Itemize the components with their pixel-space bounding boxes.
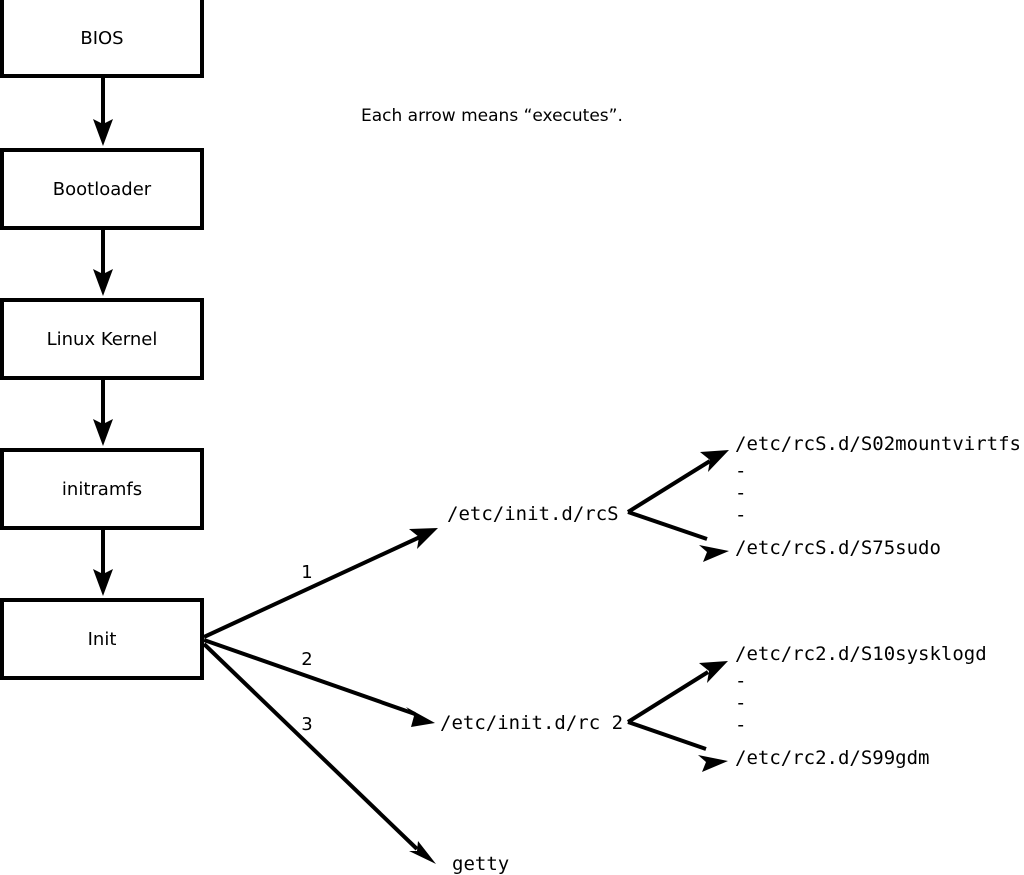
arrowhead-icon	[406, 707, 435, 727]
rcS-ellipsis-dash-1: -	[735, 460, 746, 482]
arrow-rcS-to-first-script	[626, 450, 729, 514]
arrowhead-icon	[409, 528, 438, 549]
arrowhead-icon	[698, 755, 728, 772]
arrow-init-branch-2	[203, 638, 435, 727]
arrow-kernel-to-initramfs	[93, 378, 113, 446]
rc2-ellipsis-dash-3: -	[735, 714, 746, 736]
arrow-bootloader-to-kernel	[93, 228, 113, 296]
arrow-rcS-to-last-script	[627, 510, 729, 562]
rc2-child-last-label: /etc/rc2.d/S99gdm	[735, 747, 929, 769]
diagram-caption: Each arrow means “executes”.	[361, 106, 623, 126]
node-linux-kernel: Linux Kernel	[0, 298, 204, 380]
branch-number-3: 3	[301, 714, 312, 735]
arrow-bios-to-bootloader	[93, 76, 113, 146]
node-bootloader: Bootloader	[0, 148, 204, 230]
rc2-ellipsis-dash-1: -	[735, 670, 746, 692]
arrowhead-icon	[699, 661, 728, 683]
arrowhead-icon	[700, 450, 729, 472]
bios-label: BIOS	[80, 28, 123, 49]
rcS-child-first-label: /etc/rcS.d/S02mountvirtfs	[735, 433, 1021, 455]
rcS-child-last-label: /etc/rcS.d/S75sudo	[735, 537, 941, 559]
init-box	[0, 598, 204, 680]
arrow-init-branch-1	[203, 528, 438, 639]
branch-number-1: 1	[301, 562, 312, 583]
arrow-rc2-to-last-script	[627, 720, 728, 772]
initramfs-label: initramfs	[62, 479, 142, 500]
arrowhead-icon	[699, 545, 729, 562]
initramfs-box	[0, 448, 204, 530]
node-init: Init	[0, 598, 204, 680]
node-bios: BIOS	[0, 0, 204, 78]
arrow-initramfs-to-init	[93, 528, 113, 596]
bootloader-box	[0, 148, 204, 230]
arrow-init-branch-3	[202, 642, 436, 864]
arrowhead-icon	[93, 269, 113, 296]
rcS-ellipsis-dash-3: -	[735, 504, 746, 526]
arrowhead-icon	[93, 569, 113, 596]
branch-number-2: 2	[301, 649, 312, 670]
target-rcS-label: /etc/init.d/rcS	[447, 503, 619, 525]
bootloader-label: Bootloader	[53, 179, 152, 200]
linux-kernel-label: Linux Kernel	[47, 329, 158, 350]
rcS-ellipsis-dash-2: -	[735, 482, 746, 504]
rc2-ellipsis-dash-2: -	[735, 692, 746, 714]
target-getty-label: getty	[452, 853, 509, 875]
arrowhead-icon	[93, 419, 113, 446]
rc2-child-first-label: /etc/rc2.d/S10sysklogd	[735, 643, 987, 665]
arrowhead-icon	[93, 119, 113, 146]
init-label: Init	[88, 629, 117, 650]
node-initramfs: initramfs	[0, 448, 204, 530]
arrowhead-icon	[409, 841, 436, 864]
arrow-rc2-to-first-script	[626, 661, 728, 724]
bios-box	[0, 0, 204, 78]
target-rc2-label: /etc/init.d/rc 2	[440, 712, 623, 734]
